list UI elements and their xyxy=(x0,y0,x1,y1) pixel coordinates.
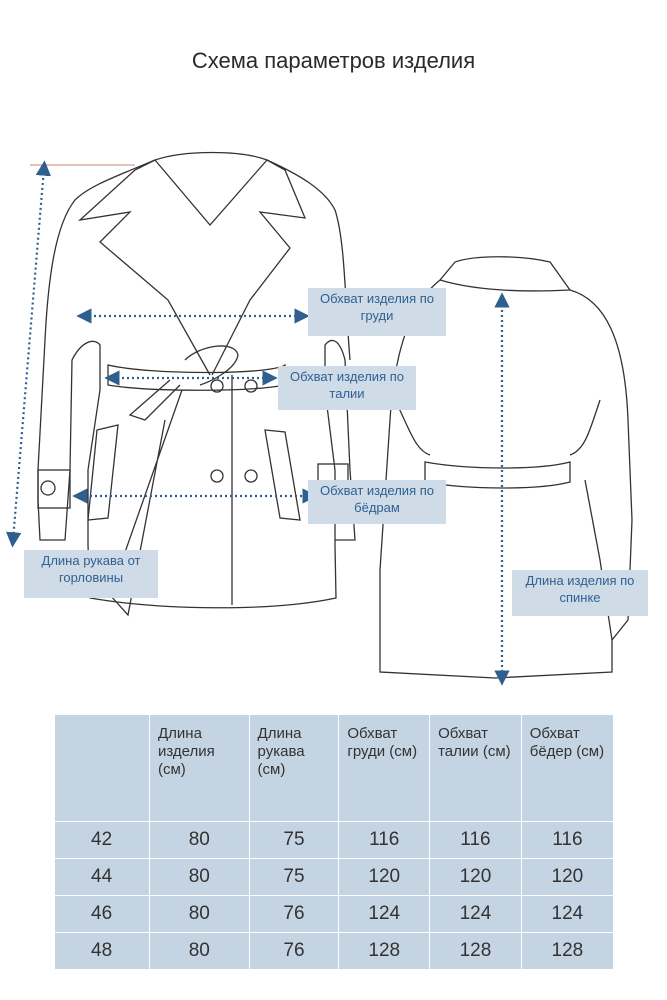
coat-diagram xyxy=(5,151,633,686)
size-table: Длина изделия (см) Длина рукава (см) Обх… xyxy=(54,714,615,970)
table-cell: 124 xyxy=(520,895,615,933)
size-cell: 48 xyxy=(54,932,150,970)
size-cell: 42 xyxy=(54,821,150,859)
table-cell: 80 xyxy=(149,895,250,933)
table-cell: 80 xyxy=(149,858,250,896)
table-cell: 116 xyxy=(429,821,522,859)
table-cell: 76 xyxy=(248,932,340,970)
size-cell: 44 xyxy=(54,858,150,896)
table-cell: 128 xyxy=(520,932,615,970)
table-header-cell: Длина изделия (см) xyxy=(149,714,250,822)
table-cell: 76 xyxy=(248,895,340,933)
measurement-arrows xyxy=(5,160,510,686)
hips-label: Обхват изделия по бёдрам xyxy=(308,480,446,524)
table-cell: 120 xyxy=(520,858,615,896)
chest-label: Обхват изделия по груди xyxy=(308,288,446,336)
table-cell: 124 xyxy=(338,895,431,933)
table-row: 46 80 76 124 124 124 xyxy=(54,895,615,933)
sleeve-arrow xyxy=(5,160,52,548)
table-cell: 128 xyxy=(338,932,431,970)
table-cell: 120 xyxy=(429,858,522,896)
sleeve-label: Длина рукава от горловины xyxy=(24,550,158,598)
table-cell: 116 xyxy=(520,821,615,859)
table-header-cell: Обхват груди (см) xyxy=(338,714,431,822)
table-row: 42 80 75 116 116 116 xyxy=(54,821,615,859)
table-header-cell: Обхват бёдер (см) xyxy=(520,714,615,822)
page-title: Схема параметров изделия xyxy=(191,48,476,73)
table-cell: 124 xyxy=(429,895,522,933)
table-header-row: Длина изделия (см) Длина рукава (см) Обх… xyxy=(54,714,615,822)
table-cell: 75 xyxy=(248,821,340,859)
table-header-cell: Обхват талии (см) xyxy=(429,714,522,822)
back-length-label: Длина изделия по спинке xyxy=(512,570,648,616)
table-header-cell: Длина рукава (см) xyxy=(248,714,340,822)
table-cell: 75 xyxy=(248,858,340,896)
table-cell: 80 xyxy=(149,932,250,970)
size-cell: 46 xyxy=(54,895,150,933)
table-header-cell xyxy=(54,714,150,822)
table-row: 44 80 75 120 120 120 xyxy=(54,858,615,896)
table-row: 48 80 76 128 128 128 xyxy=(54,932,615,970)
table-cell: 80 xyxy=(149,821,250,859)
table-cell: 120 xyxy=(338,858,431,896)
table-cell: 116 xyxy=(338,821,431,859)
table-cell: 128 xyxy=(429,932,522,970)
waist-label: Обхват изделия по талии xyxy=(278,366,416,410)
